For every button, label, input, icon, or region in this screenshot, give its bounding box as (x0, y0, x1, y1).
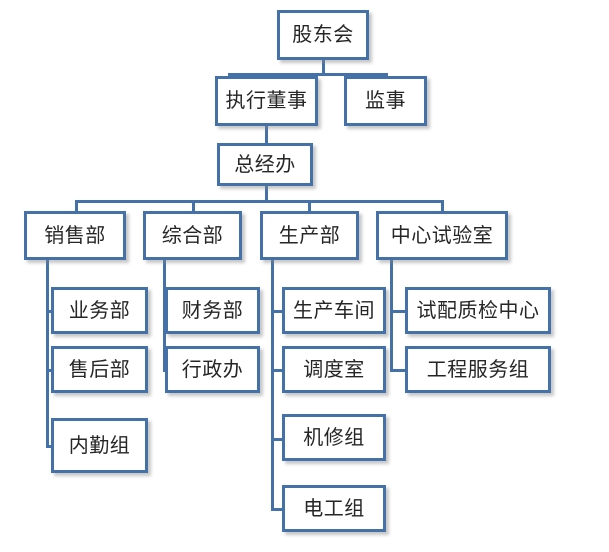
connector-production-spine (271, 259, 274, 511)
node-dispatch-room[interactable]: 调度室 (282, 346, 386, 393)
connector-to-central-laboratory (441, 200, 444, 212)
node-label-executive-director: 执行董事 (225, 90, 308, 112)
node-sales-dept[interactable]: 销售部 (24, 211, 126, 260)
node-general-manager-office[interactable]: 总经办 (217, 143, 313, 186)
connector-laboratory-spine (390, 259, 393, 372)
node-label-supervisor: 监事 (365, 90, 406, 112)
node-label-central-laboratory: 中心试验室 (390, 224, 494, 247)
node-label-administration-office: 行政办 (181, 358, 244, 381)
node-label-production-dept: 生产部 (278, 224, 341, 247)
connector-production-to-electrician (271, 508, 289, 511)
node-production-workshop[interactable]: 生产车间 (282, 287, 386, 334)
node-production-dept[interactable]: 生产部 (260, 211, 359, 260)
node-label-machine-repair-group: 机修组 (303, 426, 365, 449)
node-label-after-sales-dept: 售后部 (68, 358, 131, 381)
node-label-electrician-group: 电工组 (303, 497, 365, 520)
connector-laboratory-to-qc-center (390, 310, 408, 313)
node-label-dispatch-room: 调度室 (303, 358, 365, 381)
node-label-general-affairs-dept: 综合部 (161, 224, 224, 247)
node-label-shareholders-meeting: 股东会 (292, 24, 354, 46)
node-administration-office[interactable]: 行政办 (165, 346, 260, 393)
node-label-production-workshop: 生产车间 (293, 299, 375, 322)
connector-gm-down (265, 185, 268, 203)
node-label-sales-dept: 销售部 (44, 224, 106, 247)
node-machine-repair-group[interactable]: 机修组 (282, 414, 386, 461)
node-shareholders-meeting[interactable]: 股东会 (277, 10, 369, 60)
node-engineering-service-group[interactable]: 工程服务组 (405, 346, 551, 393)
node-general-affairs-dept[interactable]: 综合部 (143, 211, 242, 260)
node-trial-mix-qc-center[interactable]: 试配质检中心 (405, 287, 551, 334)
node-label-trial-mix-qc-center: 试配质检中心 (416, 299, 540, 322)
connector-general-affairs-spine (163, 259, 166, 372)
node-executive-director[interactable]: 执行董事 (215, 76, 318, 126)
connector-level2-bus (228, 73, 388, 76)
connector-production-to-workshop (271, 310, 289, 313)
connector-production-to-repair (271, 438, 289, 441)
connector-to-sales-dept (75, 200, 78, 212)
node-finance-dept[interactable]: 财务部 (165, 287, 260, 334)
connector-shareholders-down (322, 59, 325, 75)
node-central-laboratory[interactable]: 中心试验室 (376, 211, 508, 260)
node-label-finance-dept: 财务部 (181, 299, 244, 322)
connector-laboratory-to-engineering (390, 369, 408, 372)
connector-to-general-affairs-dept (192, 200, 195, 212)
node-after-sales-dept[interactable]: 售后部 (51, 346, 148, 393)
connector-executive-to-gm (265, 126, 268, 144)
connector-sales-spine (46, 259, 49, 448)
node-electrician-group[interactable]: 电工组 (282, 485, 386, 532)
node-label-general-manager-office: 总经办 (234, 153, 296, 176)
node-business-dept[interactable]: 业务部 (51, 287, 148, 334)
node-label-engineering-service-group: 工程服务组 (426, 358, 530, 381)
connector-level4-bus (75, 200, 444, 203)
connector-production-to-dispatch (271, 369, 289, 372)
node-label-business-dept: 业务部 (68, 299, 131, 322)
node-inside-sales-group[interactable]: 内勤组 (51, 418, 148, 473)
connector-to-production-dept (308, 200, 311, 212)
node-supervisor[interactable]: 监事 (344, 76, 427, 126)
node-label-inside-sales-group: 内勤组 (68, 434, 131, 457)
